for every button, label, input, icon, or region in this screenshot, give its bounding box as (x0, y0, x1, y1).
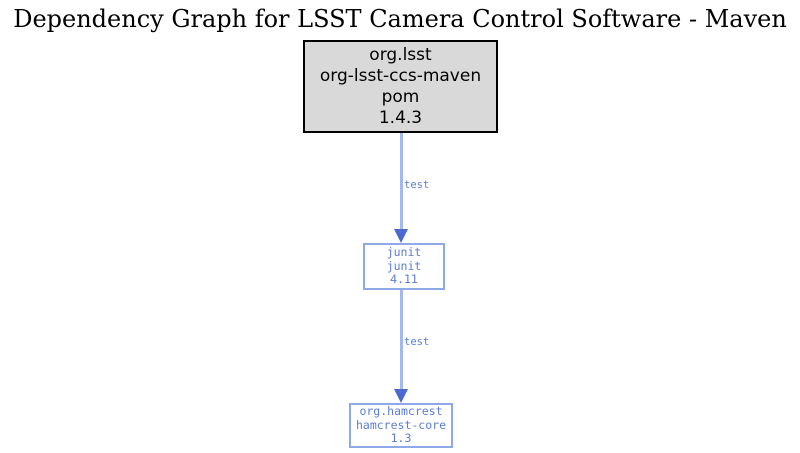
node-group-id: org.lsst (369, 44, 432, 65)
arrowhead-down-icon (394, 229, 408, 243)
node-artifact-id: org-lsst-ccs-maven (319, 65, 482, 86)
node-group-id: junit (386, 245, 422, 260)
node-packaging: pom (381, 86, 420, 107)
node-hamcrest-core: org.hamcrest hamcrest-core 1.3 (349, 403, 453, 448)
edge-scope-label: test (404, 179, 430, 191)
node-junit: junit junit 4.11 (363, 243, 445, 290)
node-version: 1.4.3 (378, 107, 423, 128)
edge-scope-label: test (404, 336, 430, 348)
edge-line-junit-hamcrest (400, 290, 403, 389)
node-artifact-id: junit (386, 258, 422, 273)
node-version: 4.11 (390, 272, 418, 287)
node-group-id: org.hamcrest (359, 404, 443, 419)
graph-title: Dependency Graph for LSST Camera Control… (13, 5, 787, 33)
edge-line-root-junit (400, 133, 403, 230)
node-version: 1.3 (390, 431, 412, 446)
node-org-lsst-ccs-maven: org.lsst org-lsst-ccs-maven pom 1.4.3 (303, 40, 498, 133)
node-artifact-id: hamcrest-core (355, 417, 446, 432)
arrowhead-down-icon (394, 389, 408, 403)
